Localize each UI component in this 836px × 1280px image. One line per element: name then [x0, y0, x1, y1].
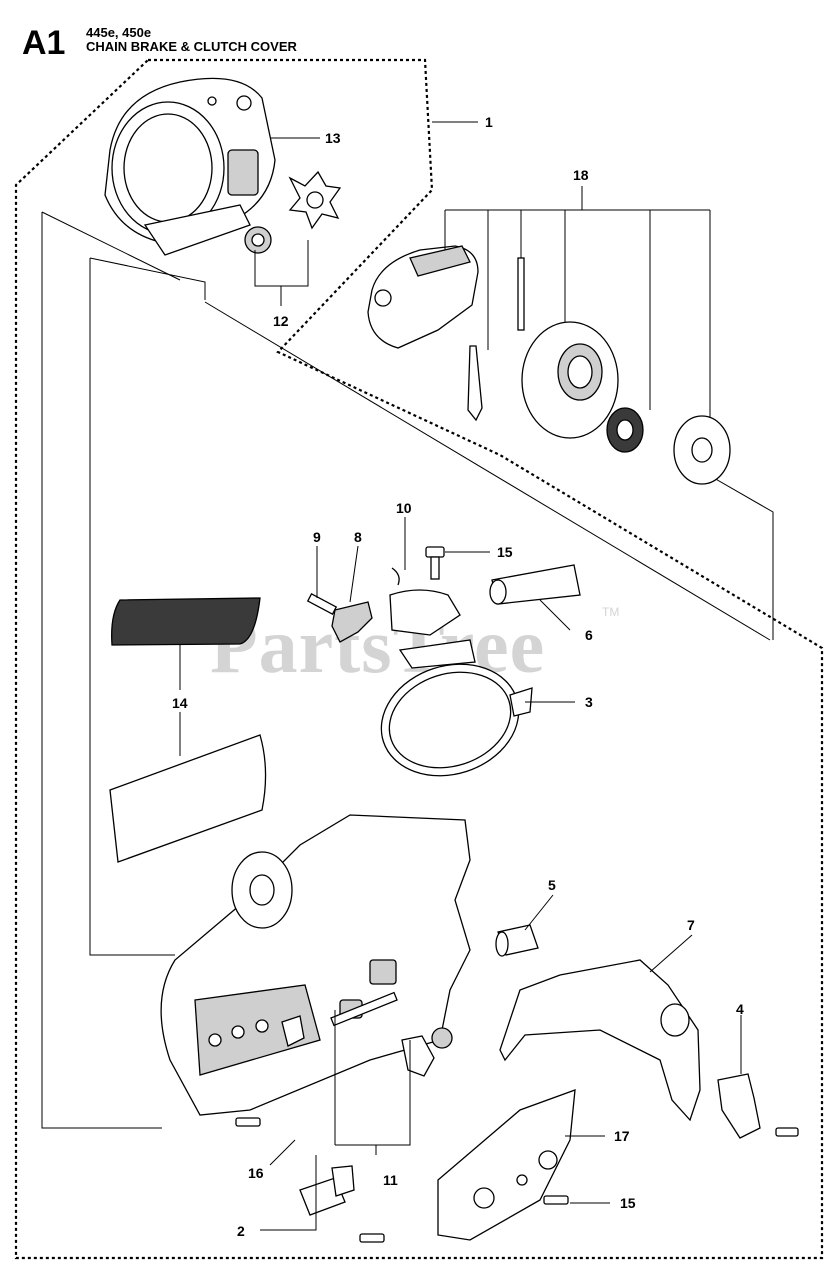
assembly-boundary-dashed	[14, 58, 824, 1260]
watermark-trademark: TM	[602, 605, 619, 619]
outer-cover-part-13	[104, 77, 276, 256]
callout-14: 14	[172, 695, 188, 711]
callout-2: 2	[237, 1223, 245, 1239]
callout-1: 1	[485, 114, 493, 130]
leader-lines	[179, 121, 742, 1231]
callout-18: 18	[573, 167, 589, 183]
gear-and-knob-part-12	[244, 170, 342, 254]
side-parts	[495, 924, 799, 1139]
callout-7: 7	[687, 917, 695, 933]
callout-13: 13	[325, 130, 341, 146]
callout-4: 4	[736, 1001, 744, 1017]
callout-5: 5	[548, 877, 556, 893]
callout-3: 3	[585, 694, 593, 710]
model-numbers: 445e, 450e	[86, 25, 152, 40]
callout-12: 12	[273, 313, 289, 329]
panel-outlines	[41, 211, 774, 1129]
callout-16: 16	[248, 1165, 264, 1181]
section-code: A1	[22, 24, 66, 62]
callout-15-upper: 15	[497, 544, 513, 560]
brake-band-part-3	[380, 639, 533, 777]
callout-15-lower: 15	[620, 1195, 636, 1211]
callout-labels: 1 2 3 4 5 6 7 8 9 10 11 12 13 14 15 15 1…	[172, 114, 744, 1239]
diagram-title: CHAIN BRAKE & CLUTCH COVER	[86, 39, 297, 54]
callout-11: 11	[383, 1172, 398, 1188]
callout-8: 8	[354, 529, 362, 545]
decal-part-14	[109, 597, 267, 863]
callout-10: 10	[396, 500, 412, 516]
callout-17: 17	[614, 1128, 630, 1144]
callout-9: 9	[313, 529, 321, 545]
brake-lever-hardware	[306, 546, 581, 643]
callout-6: 6	[585, 627, 593, 643]
brake-assembly-part-18	[367, 245, 731, 485]
clutch-cover-body	[160, 814, 471, 1116]
